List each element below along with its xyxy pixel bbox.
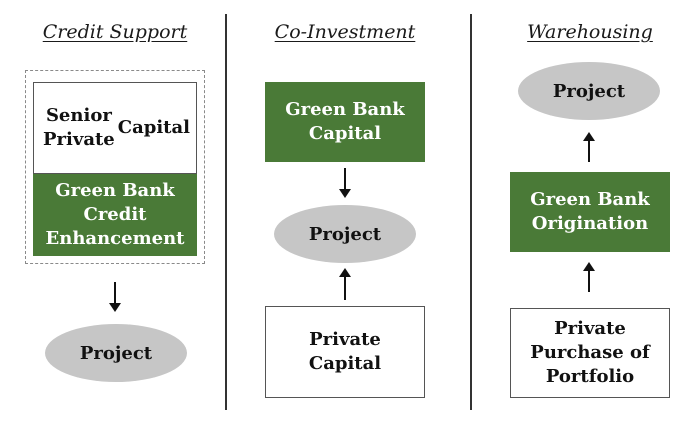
- co-investment-project-oval: Project: [274, 205, 416, 263]
- private-purchase-line-1: Private: [554, 318, 626, 339]
- credit-enhancement-line-2: Credit: [83, 204, 147, 225]
- co-investment-arrow-down: [339, 168, 351, 198]
- green-bank-capital-box: Green Bank Capital: [265, 82, 425, 162]
- warehousing-arrow-up-top: [583, 132, 595, 162]
- credit-support-project-oval: Project: [45, 324, 187, 382]
- credit-enhancement-line-1: Green Bank: [55, 180, 175, 201]
- column-divider-left: [225, 14, 227, 410]
- private-capital-box: Private Capital: [265, 306, 425, 398]
- credit-support-group: [25, 70, 205, 264]
- warehousing-arrow-up-bottom: [583, 262, 595, 292]
- green-bank-origination-box: Green Bank Origination: [510, 172, 670, 252]
- green-bank-origination-line-2: Origination: [531, 213, 649, 234]
- credit-support-heading: Credit Support: [42, 21, 188, 43]
- co-investment-heading: Co-Investment: [274, 21, 416, 43]
- green-bank-origination-line-1: Green Bank: [530, 189, 650, 210]
- co-investment-arrow-up: [339, 268, 351, 300]
- private-purchase-line-3: Portfolio: [545, 366, 635, 387]
- green-bank-credit-enhancement-box: Green Bank Credit Enhancement: [33, 174, 197, 256]
- column-divider-right: [470, 14, 472, 410]
- green-bank-capital-line-2: Capital: [308, 123, 382, 144]
- warehousing-project-oval: Project: [518, 62, 660, 120]
- green-bank-capital-line-1: Green Bank: [285, 99, 405, 120]
- senior-private-capital-box: Senior Private Capital: [33, 82, 197, 174]
- senior-private-capital-line-1: Senior Private: [43, 105, 115, 150]
- private-purchase-of-portfolio-box: Private Purchase of Portfolio: [510, 308, 670, 398]
- private-purchase-line-2: Purchase of: [530, 342, 650, 363]
- senior-private-capital-line-2: Capital: [117, 117, 190, 138]
- warehousing-heading: Warehousing: [527, 21, 653, 43]
- credit-support-arrow-down: [109, 282, 121, 312]
- credit-enhancement-line-3: Enhancement: [45, 228, 185, 249]
